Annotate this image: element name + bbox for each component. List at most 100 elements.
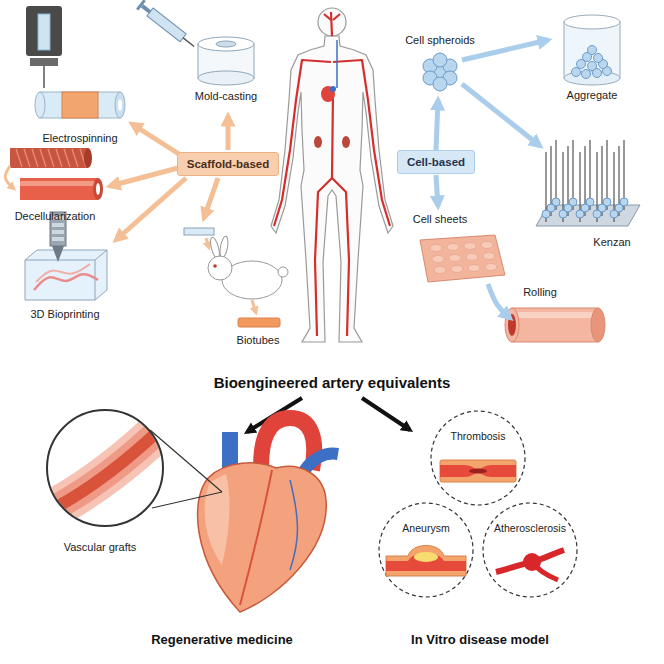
heart-icon bbox=[330, 86, 336, 92]
cell-spheroid-cluster bbox=[433, 53, 447, 67]
artery-line bbox=[315, 178, 332, 336]
flow-arrow bbox=[5, 166, 14, 189]
cell-sheet bbox=[420, 235, 505, 282]
disease-circle: Thrombosis bbox=[430, 410, 526, 506]
aggregate-tube bbox=[594, 54, 603, 63]
cell-arrows bbox=[436, 40, 548, 318]
flow-arrow bbox=[462, 40, 548, 60]
decellularization-tubes bbox=[32, 149, 38, 167]
method-label: Vascular grafts bbox=[64, 540, 137, 554]
method-label: 3D Bioprinting bbox=[30, 307, 99, 321]
decellularization-tubes bbox=[93, 178, 103, 200]
cell-sheet bbox=[447, 244, 459, 251]
decellularization-tubes bbox=[20, 181, 98, 186]
electrospinning-device bbox=[40, 92, 120, 118]
mold-casting bbox=[183, 38, 194, 47]
heart-illustration bbox=[198, 463, 327, 612]
section-caption: Regenerative medicine bbox=[151, 633, 293, 647]
kenzan-needle-array bbox=[593, 210, 601, 218]
cell-sheet bbox=[485, 264, 497, 271]
kenzan-needle-array bbox=[536, 140, 640, 226]
bioprinting-bath bbox=[52, 237, 64, 241]
cell-sheet bbox=[430, 245, 442, 252]
node-label: Aneurysm bbox=[378, 521, 474, 535]
electrospinning-device bbox=[118, 99, 122, 111]
flow-arrow bbox=[362, 398, 410, 430]
vein-line bbox=[336, 40, 338, 88]
cell-sheet bbox=[466, 254, 478, 261]
decellularization-tubes bbox=[48, 149, 54, 167]
flow-arrow bbox=[462, 84, 540, 146]
bioprinting-bath bbox=[34, 274, 98, 290]
method-label: Kenzan bbox=[593, 235, 630, 249]
bioprinting-bath bbox=[36, 264, 90, 282]
rolled-sheet-tube bbox=[505, 308, 605, 342]
method-label: Biotubes bbox=[237, 333, 280, 347]
artery-line bbox=[274, 60, 331, 226]
rolled-sheet-tube bbox=[591, 308, 605, 342]
rabbit-biotube bbox=[278, 267, 288, 277]
thrombosis-vessel bbox=[440, 460, 516, 482]
cell-sheet bbox=[481, 242, 493, 249]
mold-casting bbox=[147, 8, 186, 42]
mold-casting bbox=[141, 4, 151, 13]
kenzan-needle-array bbox=[576, 210, 584, 218]
atherosclerosis-vessel bbox=[496, 550, 564, 580]
decellularization-tubes bbox=[16, 149, 22, 167]
cell-sheet bbox=[420, 235, 505, 282]
disease-circle: Atherosclerosis bbox=[482, 502, 578, 598]
thrombosis-vessel bbox=[440, 465, 516, 477]
flow-arrow bbox=[206, 238, 209, 248]
flow-arrow bbox=[488, 284, 510, 318]
thrombosis-vessel bbox=[469, 469, 487, 474]
flow-arrow bbox=[204, 178, 218, 218]
aggregate-tube bbox=[564, 15, 620, 85]
aneurysm-vessel bbox=[386, 553, 466, 571]
mold-casting bbox=[136, 0, 146, 11]
atherosclerosis-vessel bbox=[496, 550, 564, 572]
dashed-circle bbox=[379, 503, 473, 597]
heart-illustration bbox=[240, 470, 272, 605]
node-label: Cell-based bbox=[407, 155, 465, 169]
decellularization-tubes bbox=[84, 148, 92, 168]
decellularization-tubes bbox=[5, 148, 103, 200]
node-label: Atherosclerosis bbox=[482, 521, 578, 535]
cell-sheet bbox=[432, 256, 444, 263]
node-label: Scaffold-based bbox=[187, 157, 269, 171]
decellularization-tubes bbox=[56, 149, 62, 167]
section-caption: In Vitro disease model bbox=[411, 633, 549, 647]
kenzan-needle-array bbox=[610, 210, 618, 218]
bioprinting-bath bbox=[52, 246, 64, 262]
flow-arrow bbox=[252, 300, 256, 313]
flow-arrow bbox=[116, 178, 186, 240]
category-box: Cell-based bbox=[397, 150, 475, 174]
decellularization-tubes bbox=[72, 149, 78, 167]
cell-sheet bbox=[483, 253, 495, 260]
mold-casting bbox=[136, 0, 198, 51]
heart-illustration bbox=[198, 418, 338, 612]
vascular-graft-magnifier bbox=[47, 410, 163, 526]
flow-arrow bbox=[110, 168, 178, 186]
rabbit-biotube bbox=[184, 228, 288, 327]
bioprinting-bath bbox=[52, 223, 64, 227]
method-label: Cell spheroids bbox=[405, 33, 475, 47]
electrospinning-device bbox=[38, 14, 50, 50]
method-label: Electrospinning bbox=[42, 131, 117, 145]
decellularization-tubes bbox=[96, 183, 100, 195]
circle-outline bbox=[430, 410, 526, 506]
thrombosis-vessel bbox=[440, 460, 516, 482]
flow-arrow bbox=[226, 116, 231, 150]
cell-sheet bbox=[464, 243, 476, 250]
node-label: Thrombosis bbox=[430, 429, 526, 443]
method-label: Decellularization bbox=[15, 209, 96, 223]
cell-spheroid-cluster bbox=[433, 77, 447, 91]
vascular-graft-magnifier bbox=[30, 410, 180, 520]
cell-sheet bbox=[468, 265, 480, 272]
bioprinting-bath bbox=[95, 260, 96, 300]
aggregate-tube bbox=[564, 22, 620, 78]
rolled-sheet-tube bbox=[512, 312, 598, 318]
dashed-circle bbox=[483, 503, 577, 597]
cell-sheet bbox=[434, 267, 446, 274]
decellularization-tubes bbox=[64, 149, 70, 167]
decellularization-tubes bbox=[24, 149, 30, 167]
